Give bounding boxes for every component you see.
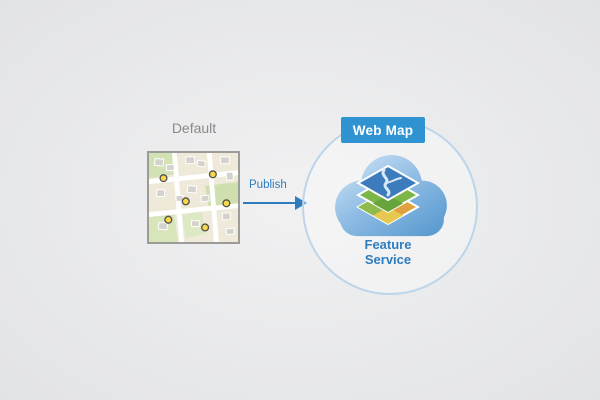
publish-label: Publish — [249, 179, 287, 191]
feature-service-label: Feature Service — [364, 237, 412, 267]
map-buildings — [153, 156, 235, 236]
web-map-badge: Web Map — [341, 117, 425, 143]
map-point-features — [159, 170, 231, 232]
map-thumbnail — [147, 151, 240, 244]
layers-icon — [355, 164, 421, 226]
default-map-label: Default — [171, 120, 217, 136]
layer-blue — [355, 164, 421, 202]
publish-arrow-icon — [243, 196, 307, 210]
street-map-icon — [149, 153, 238, 242]
